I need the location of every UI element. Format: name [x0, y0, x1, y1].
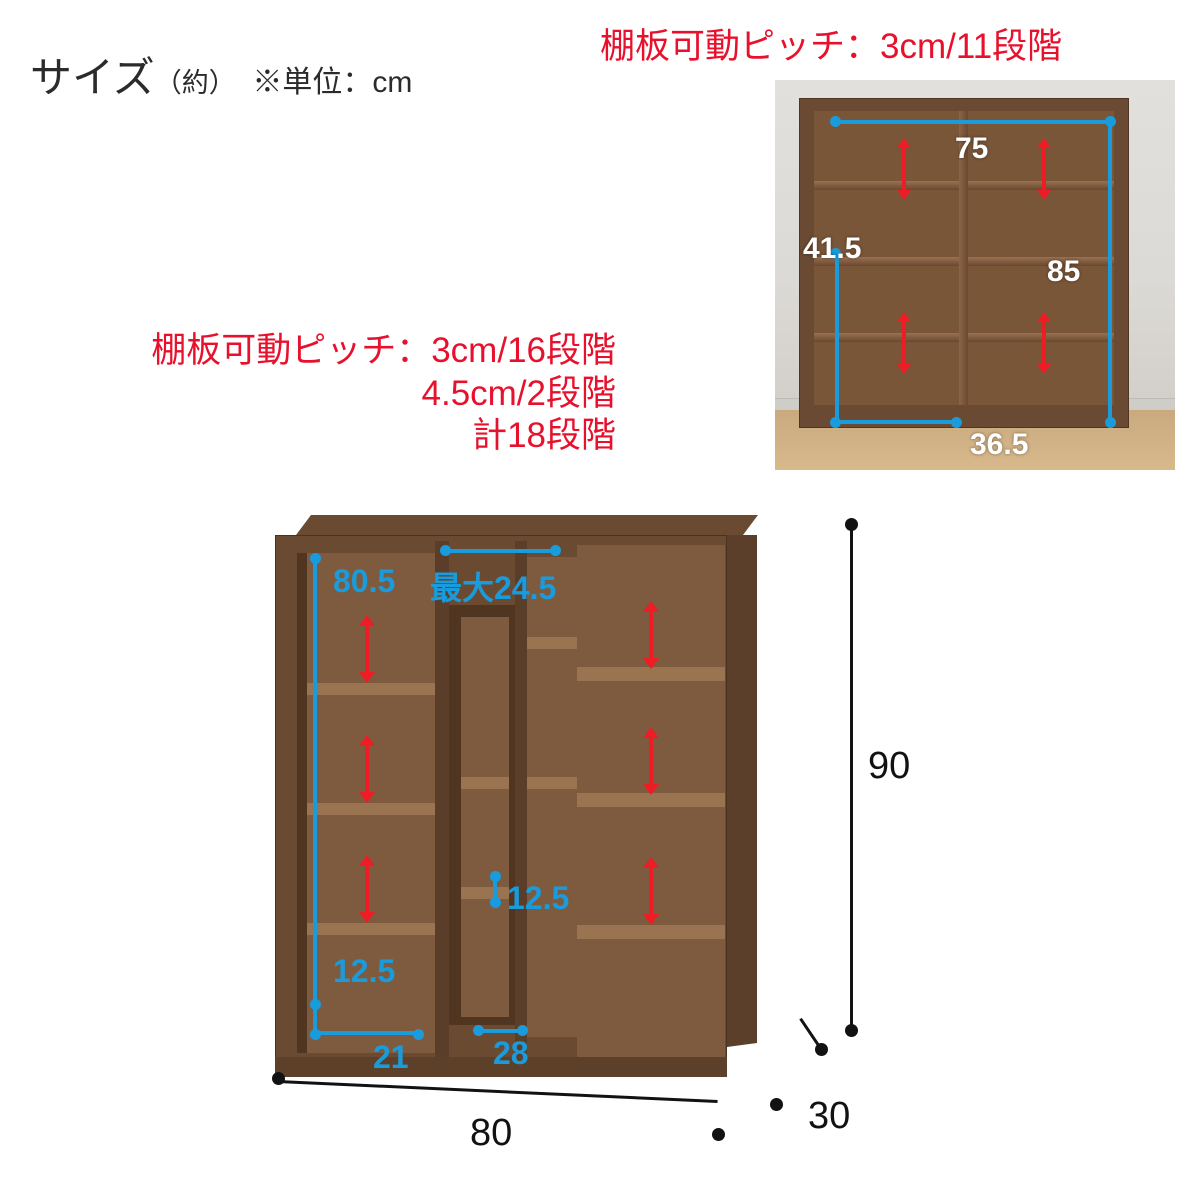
dim-center-inner-width: 28 — [493, 1035, 529, 1071]
center-shelf-board — [525, 637, 577, 649]
dim-dot-depth-bottom — [770, 1098, 783, 1111]
photo-shelf-arrow — [1037, 312, 1051, 374]
photo-shelf-arrow — [1037, 138, 1051, 200]
left-shelf-board — [307, 683, 447, 695]
dim-line-overall-height — [850, 526, 853, 1029]
size-label-main: サイズ — [30, 54, 155, 101]
dim-line-center-inner-width — [477, 1029, 521, 1033]
left-shelf-adjust-arrow — [359, 615, 375, 683]
dim-left-shelf-height: 80.5 — [333, 563, 396, 599]
photo-dim-dot — [830, 116, 841, 127]
cabinet-base — [275, 1057, 727, 1077]
dim-line-left-inner-width — [315, 1031, 417, 1035]
cabinet-side-panel — [727, 535, 757, 1047]
dim-left-inner-width: 21 — [373, 1039, 409, 1075]
size-label-unit: ※単位：cm — [252, 66, 413, 99]
photo-dim-line-width-bottom — [835, 420, 957, 424]
photo-dim-height-right: 85 — [1047, 255, 1081, 288]
center-shelf-board — [461, 777, 509, 789]
center-shelf-board — [461, 887, 509, 899]
center-right-column — [525, 557, 577, 1037]
photo-dim-dot — [1105, 116, 1116, 127]
dim-overall-depth: 30 — [808, 1095, 851, 1137]
dim-dot — [440, 545, 451, 556]
note-left-line-3: 計18段階 — [472, 416, 616, 456]
dim-left-inner-height: 12.5 — [333, 953, 396, 989]
dim-dot-width-right — [712, 1128, 725, 1141]
photo-dim-width-bottom: 36.5 — [970, 428, 1029, 461]
photo-dim-dot — [951, 417, 962, 428]
photo-shelf-arrow — [897, 312, 911, 374]
size-label-paren: （約） — [154, 68, 236, 98]
photo-cabinet — [799, 98, 1129, 428]
dim-line-left-inner-height — [313, 1003, 317, 1033]
right-shelf-board — [577, 793, 725, 807]
center-unit-divider — [515, 541, 527, 1061]
note-shelf-pitch-left: 棚板可動ピッチ：3cm/16段階 4.5cm/2段階 計18段階 — [26, 330, 616, 458]
dim-dot-height-bottom — [845, 1024, 858, 1037]
dim-center-max-width: 最大24.5 — [430, 570, 557, 606]
photo-dim-line-height-right — [1108, 122, 1112, 422]
dim-line-overall-depth — [799, 1017, 826, 1055]
photo-dim-line-width-top — [835, 120, 1110, 124]
note-shelf-pitch-top: 棚板可動ピッチ：3cm/11段階 — [600, 27, 1063, 66]
product-illustration: 80.5 12.5 21 最大24.5 12.5 28 — [275, 505, 775, 1085]
center-shelf-board — [525, 777, 577, 789]
right-shelf-adjust-arrow — [643, 857, 659, 925]
right-shelf-adjust-arrow — [643, 727, 659, 795]
photo-dim-dot — [1105, 417, 1116, 428]
page-title: サイズ（約） ※単位：cm — [30, 44, 412, 105]
product-photo: 75 85 41.5 36.5 — [775, 80, 1175, 470]
note-left-line-1: 棚板可動ピッチ：3cm/16段階 — [151, 331, 616, 370]
dim-overall-width: 80 — [470, 1112, 513, 1154]
right-shelf-adjust-arrow — [643, 601, 659, 669]
photo-shelf-arrow — [897, 138, 911, 200]
note-left-line-2: 4.5cm/2段階 — [421, 373, 617, 413]
left-shelf-board — [307, 923, 447, 935]
photo-dim-height-left: 41.5 — [803, 232, 862, 265]
dim-line-center-max-width — [445, 549, 555, 553]
right-shelf-board — [577, 925, 725, 939]
dim-dot — [310, 553, 321, 564]
left-shelf-side — [297, 553, 307, 1053]
left-shelf-adjust-arrow — [359, 735, 375, 803]
photo-cabinet-interior — [814, 111, 1114, 405]
left-shelf-adjust-arrow — [359, 855, 375, 923]
dim-dot-height-top — [845, 518, 858, 531]
photo-dim-dot — [830, 248, 841, 259]
dim-line-center-shelf-height — [493, 875, 497, 901]
center-unit-left-frame — [435, 541, 449, 1061]
photo-divider — [959, 111, 968, 405]
photo-dim-width-top: 75 — [955, 132, 989, 165]
dim-dot — [413, 1029, 424, 1040]
dim-center-shelf-height: 12.5 — [507, 880, 570, 916]
right-shelf-board — [577, 667, 725, 681]
dim-dot — [490, 897, 501, 908]
dim-line-left-height — [313, 557, 317, 1003]
photo-dim-line-height-left — [835, 252, 839, 424]
left-shelf-board — [307, 803, 447, 815]
dim-overall-height: 90 — [868, 745, 911, 787]
dim-dot — [550, 545, 561, 556]
center-unit-interior — [461, 617, 509, 1017]
dim-dot — [517, 1025, 528, 1036]
